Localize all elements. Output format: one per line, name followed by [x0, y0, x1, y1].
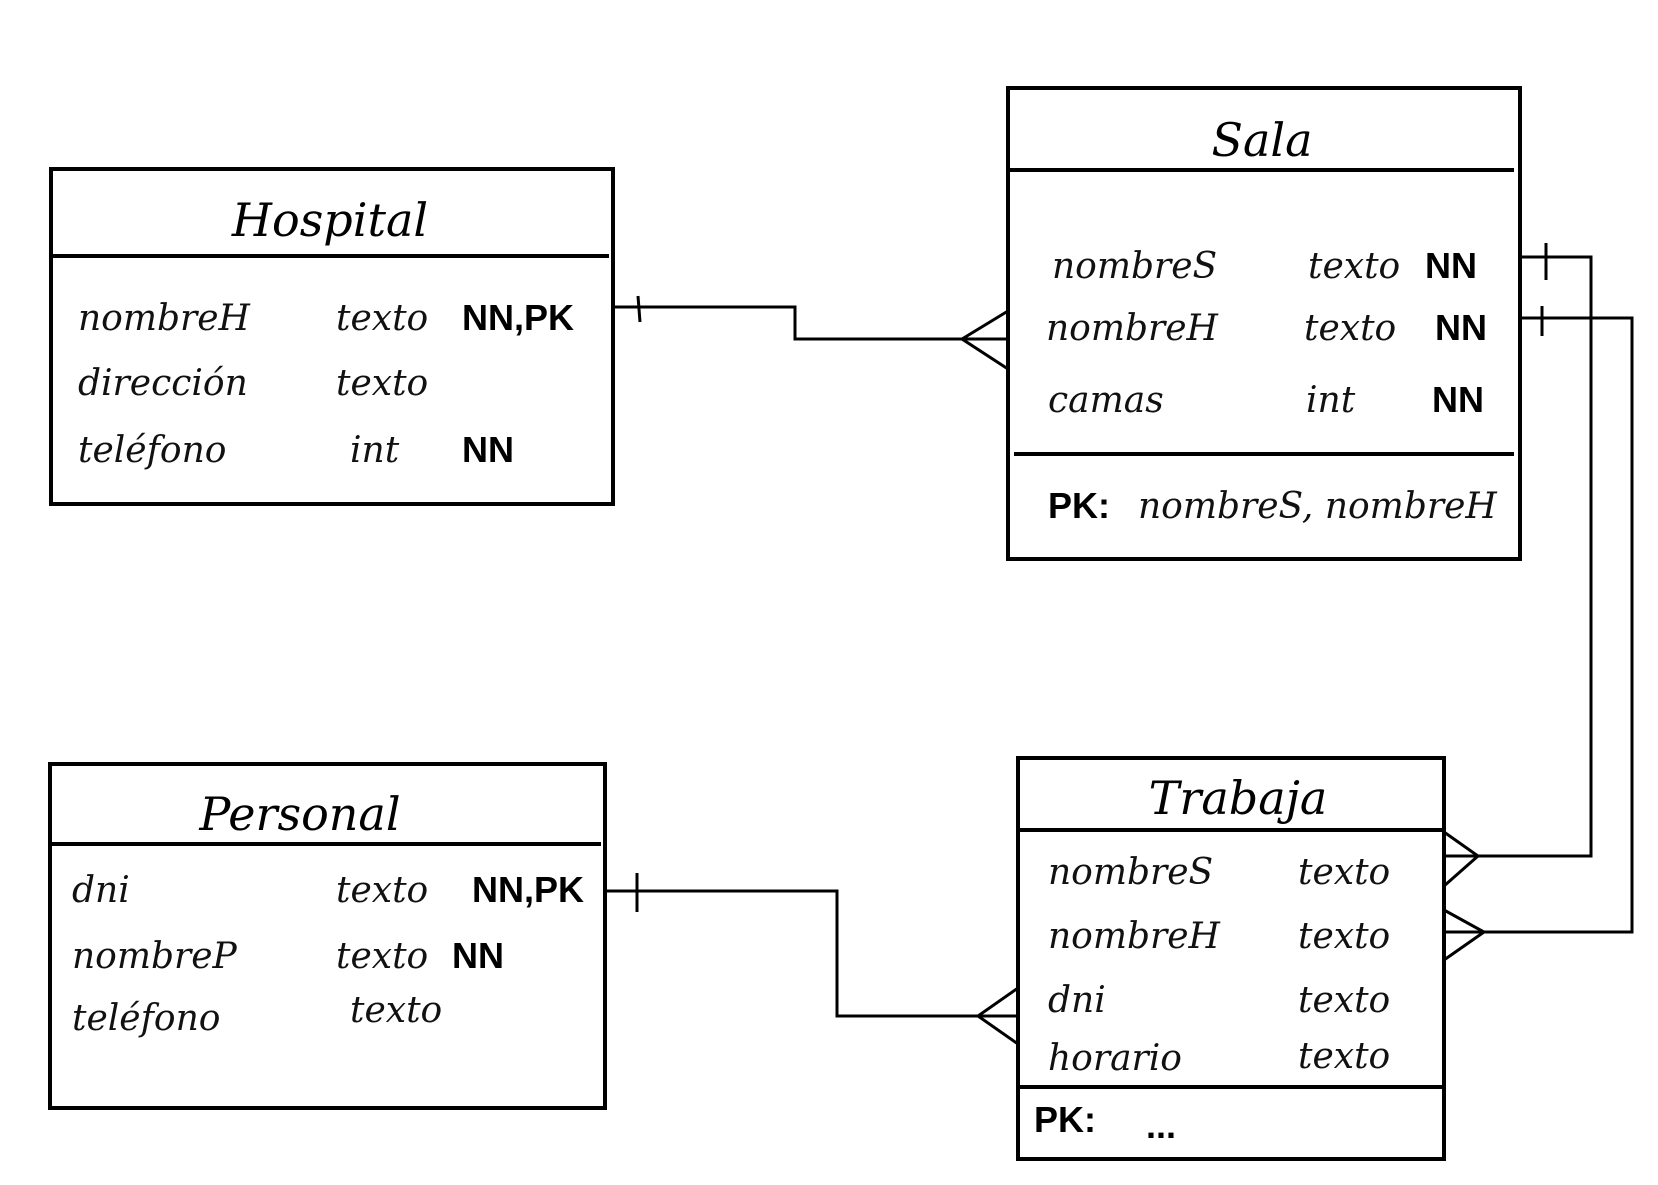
crows-foot — [959, 309, 1009, 371]
attr-name: nombreS — [1048, 852, 1213, 893]
entity-hospital[interactable]: Hospital nombreH texto NN,PK dirección t… — [49, 167, 615, 506]
relation-sala-trabaja-nombreH — [1443, 306, 1634, 962]
pk-label: PK: — [1034, 1099, 1096, 1140]
attr-type: texto — [1298, 916, 1390, 957]
entity-sala[interactable]: Sala nombreS texto NN nombreH texto NN c… — [1006, 86, 1522, 561]
attr-name: nombreH — [78, 298, 251, 339]
attr-name: camas — [1048, 380, 1164, 421]
attr-name: nombreH — [1048, 916, 1221, 957]
crows-foot — [1443, 830, 1481, 888]
attr-type: texto — [336, 936, 428, 977]
pk-value: ... — [1146, 1105, 1176, 1146]
pk-value: nombreS, nombreH — [1138, 486, 1497, 527]
attr-name: nombreP — [72, 936, 238, 977]
attr-type: texto — [336, 298, 428, 339]
crows-foot — [975, 986, 1019, 1046]
entity-personal[interactable]: Personal dni texto NN,PK nombreP texto N… — [48, 762, 607, 1110]
one-mark — [636, 295, 642, 323]
relation-sala-trabaja-nombreS — [1443, 243, 1593, 888]
entity-title: Hospital — [231, 193, 428, 247]
attr-name: horario — [1048, 1038, 1182, 1079]
attr-constraint: NN,PK — [462, 297, 574, 338]
attr-name: dni — [1048, 980, 1106, 1021]
attr-constraint: NN — [462, 429, 514, 470]
relation-personal-trabaja — [605, 873, 1019, 1046]
entity-title: Trabaja — [1149, 771, 1328, 825]
attr-type: int — [1306, 380, 1356, 421]
attr-constraint: NN — [1432, 379, 1484, 420]
attr-type: texto — [336, 363, 428, 404]
attr-type: texto — [1304, 308, 1396, 349]
pk-label: PK: — [1048, 485, 1110, 526]
attr-type: texto — [1298, 852, 1390, 893]
attr-type: texto — [336, 870, 428, 911]
attr-type: texto — [350, 990, 442, 1031]
attr-name: nombreH — [1046, 308, 1219, 349]
attr-constraint: NN — [452, 935, 504, 976]
attr-type: texto — [1298, 980, 1390, 1021]
attr-constraint: NN,PK — [472, 869, 584, 910]
attr-name: dni — [72, 870, 130, 911]
crows-foot — [1443, 908, 1487, 962]
attr-constraint: NN — [1435, 307, 1487, 348]
attr-name: nombreS — [1052, 246, 1217, 287]
attr-type: int — [350, 430, 400, 471]
relation-hospital-sala — [613, 295, 1009, 371]
attr-name: teléfono — [78, 430, 226, 471]
entity-title: Sala — [1211, 113, 1312, 167]
attr-constraint: NN — [1425, 245, 1477, 286]
entity-trabaja[interactable]: Trabaja nombreS texto nombreH texto dni … — [1016, 756, 1446, 1161]
entity-title: Personal — [198, 787, 400, 841]
attr-name: teléfono — [72, 998, 220, 1039]
attr-type: texto — [1298, 1036, 1390, 1077]
attr-name: dirección — [78, 363, 248, 404]
attr-type: texto — [1308, 246, 1400, 287]
